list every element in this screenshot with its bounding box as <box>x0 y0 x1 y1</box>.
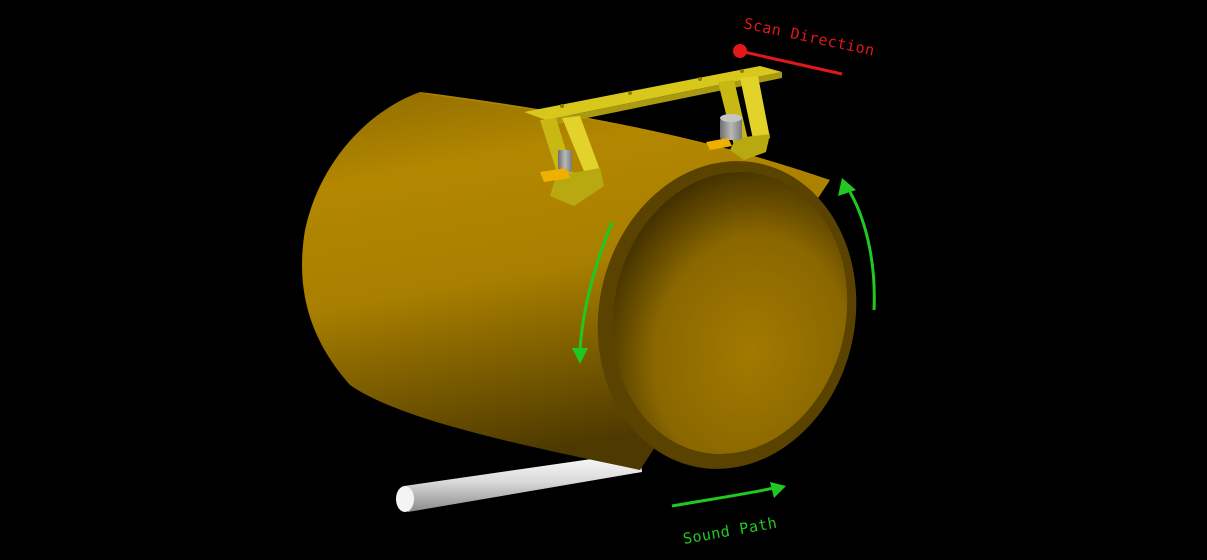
pipe-inner-wall <box>612 172 848 454</box>
green-curved-arrow-icon <box>848 191 876 311</box>
green-curved-arrow-icon <box>578 221 614 353</box>
scan-direction-arrow <box>733 44 843 76</box>
left-transducer-pad <box>540 168 570 182</box>
right-sensor <box>720 118 742 140</box>
red-arrow-icon <box>733 44 747 58</box>
support-rod <box>396 452 642 512</box>
scanner-fixture <box>524 66 782 206</box>
sound-path-arrows <box>572 178 876 508</box>
sound-path-label: Sound Path <box>682 514 779 548</box>
scan-direction-label: Scan Direction <box>742 14 876 59</box>
right-transducer-pad <box>706 138 732 150</box>
green-curved-arrow-icon <box>671 486 775 508</box>
left-sensor <box>558 150 572 172</box>
pipe <box>302 92 857 470</box>
